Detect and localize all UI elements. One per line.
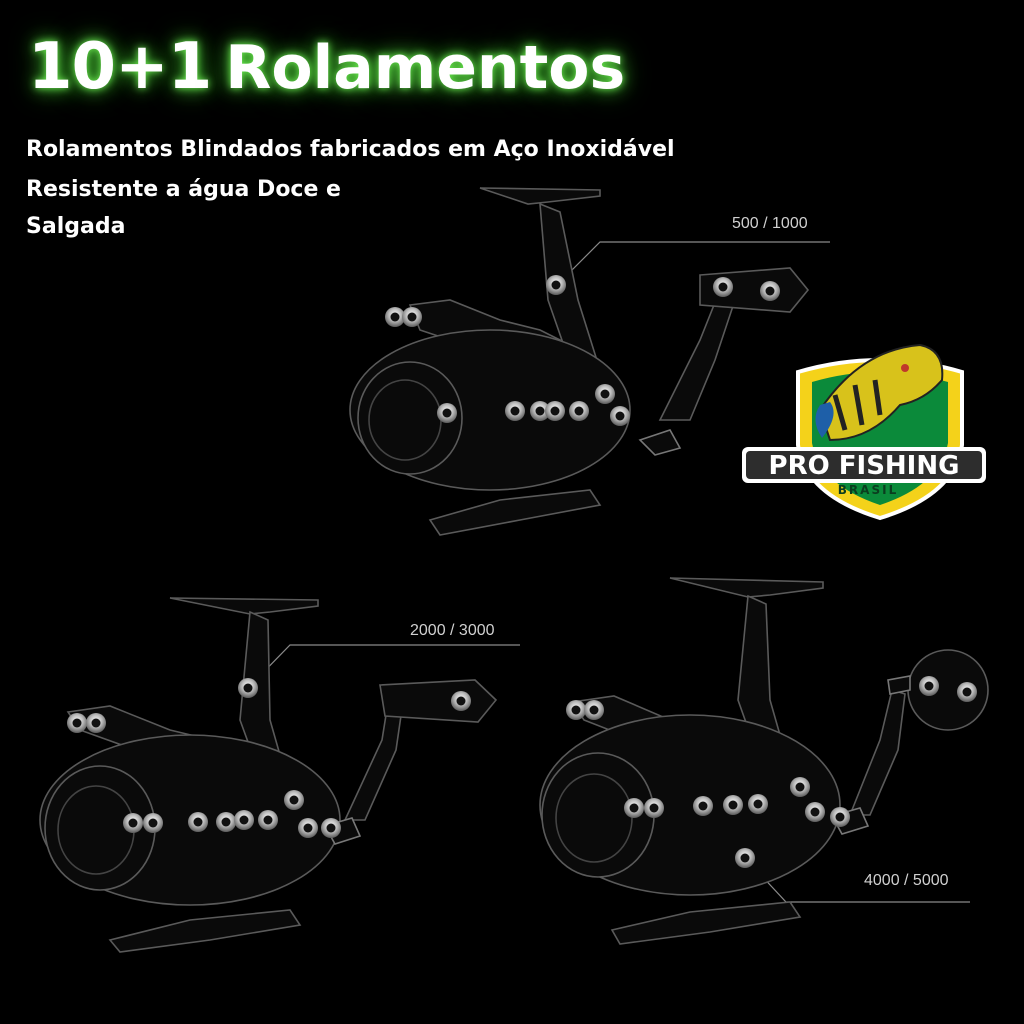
logo-subtitle: BRASIL xyxy=(838,483,898,497)
reel-2000-3000 xyxy=(39,597,498,953)
subtitle-line-1: Rolamentos Blindados fabricados em Aço I… xyxy=(26,137,675,162)
subtitle-line-3: Salgada xyxy=(26,214,126,239)
reel-size-label-3: 4000 / 5000 xyxy=(864,872,949,889)
headline-word: Rolamentos xyxy=(225,33,626,103)
reel-500-1000 xyxy=(349,187,810,536)
reel-4000-5000 xyxy=(539,577,989,945)
subtitle-line-2: Resistente a água Doce e xyxy=(26,177,341,202)
reel-size-label-2: 2000 / 3000 xyxy=(410,622,495,639)
pro-fishing-brasil-logo: PRO FISHING BRASIL xyxy=(742,343,986,521)
reel-size-label-1: 500 / 1000 xyxy=(732,215,808,232)
logo-title: PRO FISHING xyxy=(769,451,960,481)
headline-number: 10+1 xyxy=(28,30,212,104)
